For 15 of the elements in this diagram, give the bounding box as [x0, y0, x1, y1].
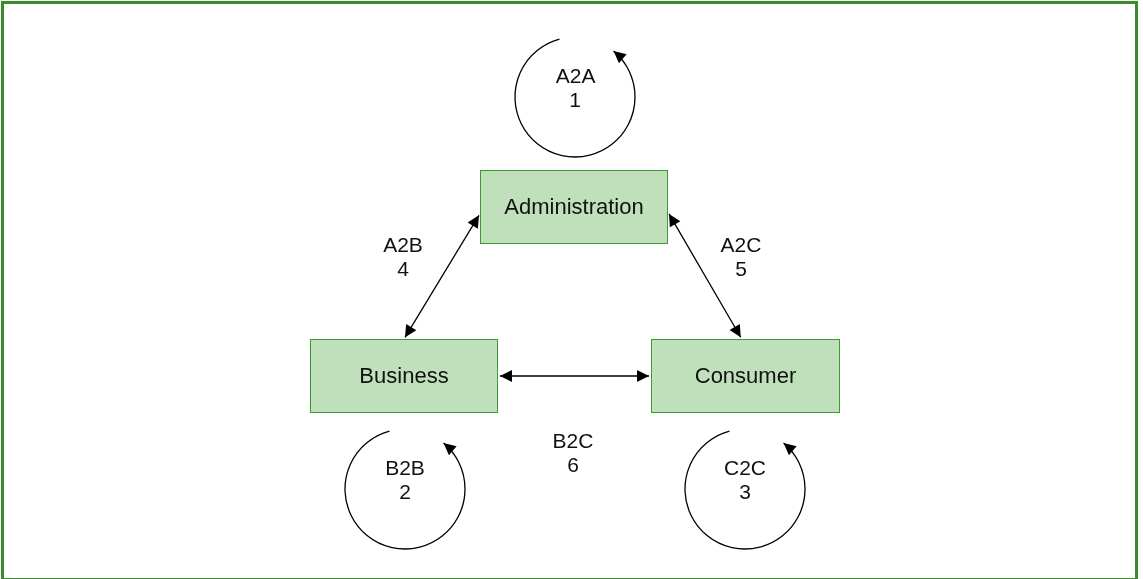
transaction-label: B2B 2 [385, 456, 425, 504]
double-arrow [404, 214, 480, 338]
process-box [651, 339, 840, 413]
transaction-label: A2A 1 [555, 64, 595, 112]
process-box [480, 170, 668, 244]
box-label: Administration [504, 194, 644, 220]
edge-label: A2C 5 [720, 233, 762, 281]
box-label: Business [359, 363, 449, 389]
edge-label: B2C 6 [552, 429, 594, 477]
double-arrow [499, 370, 650, 382]
double-arrow [668, 213, 742, 338]
process-box [310, 339, 498, 413]
transaction-label: C2C 3 [724, 456, 766, 504]
box-label: Consumer [694, 363, 797, 389]
edge-label: A2B 4 [383, 233, 423, 281]
